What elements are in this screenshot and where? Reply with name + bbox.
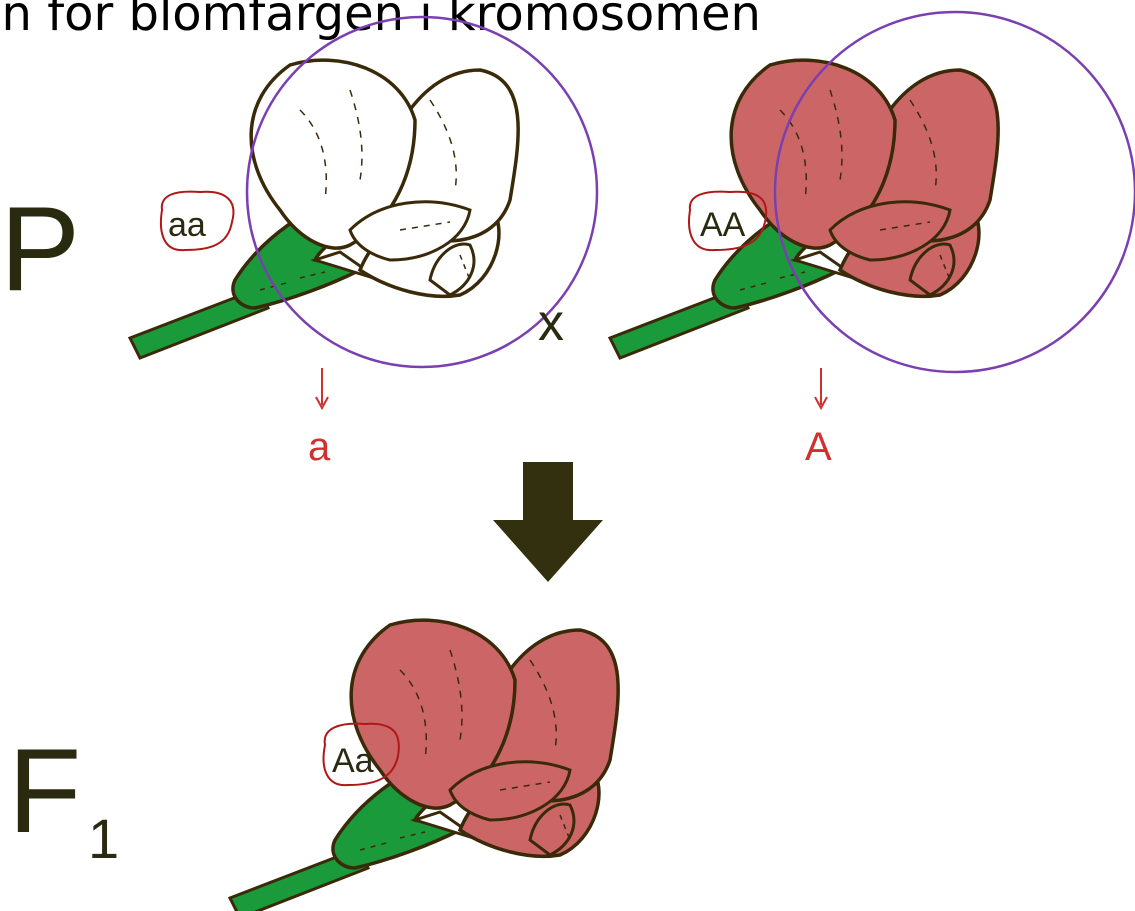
generation-f-label: F	[8, 724, 81, 858]
gamete-label-left: a	[308, 425, 331, 469]
genotype-label-offspring: Aa	[332, 742, 374, 780]
gamete-arrow-right	[815, 368, 827, 408]
offspring-flower	[230, 620, 618, 911]
generation-f-subscript: 1	[88, 807, 119, 870]
generation-arrow	[493, 462, 603, 582]
gamete-arrow-left	[316, 368, 328, 408]
cross-symbol: x	[538, 294, 564, 352]
parent-flower-red	[610, 60, 998, 358]
generation-p-label: P	[0, 182, 80, 316]
gamete-label-right: A	[805, 425, 832, 469]
genotype-label-left: aa	[168, 206, 206, 244]
genotype-label-right: AA	[700, 206, 746, 244]
